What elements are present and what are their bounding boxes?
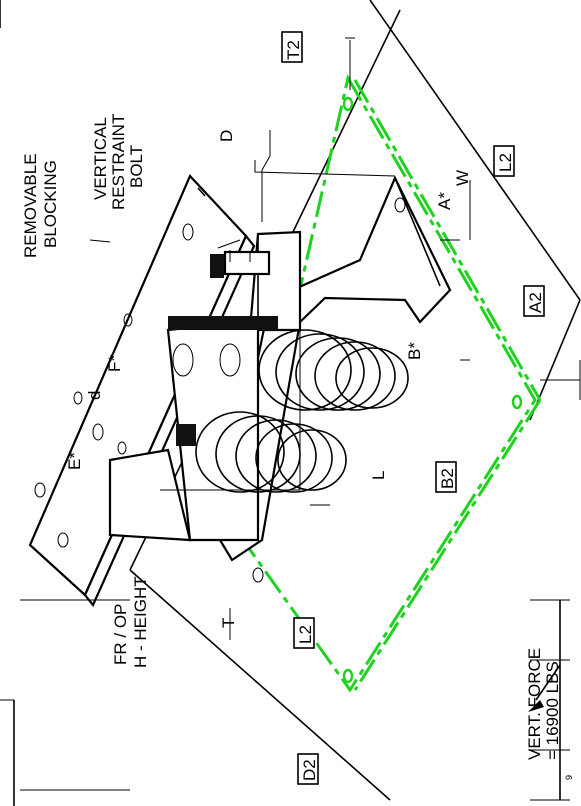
anchor-hole-left (342, 668, 354, 684)
label-restraint: RESTRAINT (109, 114, 128, 210)
svg-text:T2: T2 (284, 40, 303, 60)
top-plate-hole-2 (123, 313, 133, 327)
label-d-upper: D (217, 130, 236, 142)
restraint-bolts (168, 250, 278, 446)
boxed-label-b2: B2 (435, 461, 457, 493)
label-bolt: BOLT (127, 145, 146, 188)
label-h-height: H - HEIGHT (131, 576, 150, 668)
label-l: L (369, 471, 388, 480)
label-removable: REMOVABLE (21, 153, 40, 258)
label-e-star: E* (65, 452, 84, 470)
svg-text:A2: A2 (526, 292, 545, 313)
label-t: T (219, 618, 238, 628)
text-labels: REMOVABLE BLOCKING VERTICAL RESTRAINT BO… (21, 114, 574, 780)
boxed-label-t2: T2 (281, 31, 303, 63)
boxed-label-l2-bottom: L2 (293, 617, 315, 649)
label-vert-force-2: = 16900 LBS (543, 661, 562, 760)
svg-text:L2: L2 (496, 153, 515, 172)
spring-stack (195, 329, 409, 493)
dimension-lines (20, 37, 581, 791)
top-plate-hole-1 (182, 223, 194, 241)
label-blocking: BLOCKING (41, 160, 60, 248)
label-vert-force-1: VERT. FORCE (525, 648, 544, 760)
svg-text:B2: B2 (438, 468, 457, 489)
boxed-label-a2: A2 (523, 285, 545, 317)
force-arrow-head (528, 700, 544, 712)
vertical-force-diagram (528, 599, 570, 801)
label-a-star: A* (435, 192, 454, 210)
label-w: W (453, 170, 472, 186)
top-plate-hole-5 (73, 391, 83, 405)
leader-lines (89, 130, 396, 262)
svg-text:L2: L2 (296, 625, 315, 644)
top-plate-hole-4 (117, 441, 127, 455)
boxed-label-d2: D2 (297, 753, 319, 785)
label-small-9: 9 (564, 775, 574, 780)
top-plate-hole-7 (57, 532, 69, 548)
anchor-hole-right (511, 394, 523, 410)
boxed-label-l2-right: L2 (493, 145, 515, 177)
top-plate-hole-3 (92, 423, 104, 441)
top-plate-hole-6 (34, 482, 46, 498)
label-b-star: B* (405, 342, 424, 360)
anchor-hole-top (342, 96, 354, 112)
label-fr-op: FR / OP (111, 604, 130, 665)
svg-text:D2: D2 (300, 759, 319, 781)
label-vertical: VERTICAL (91, 117, 110, 200)
label-f-star: F* (105, 355, 124, 372)
label-d-lower: d (85, 391, 104, 400)
